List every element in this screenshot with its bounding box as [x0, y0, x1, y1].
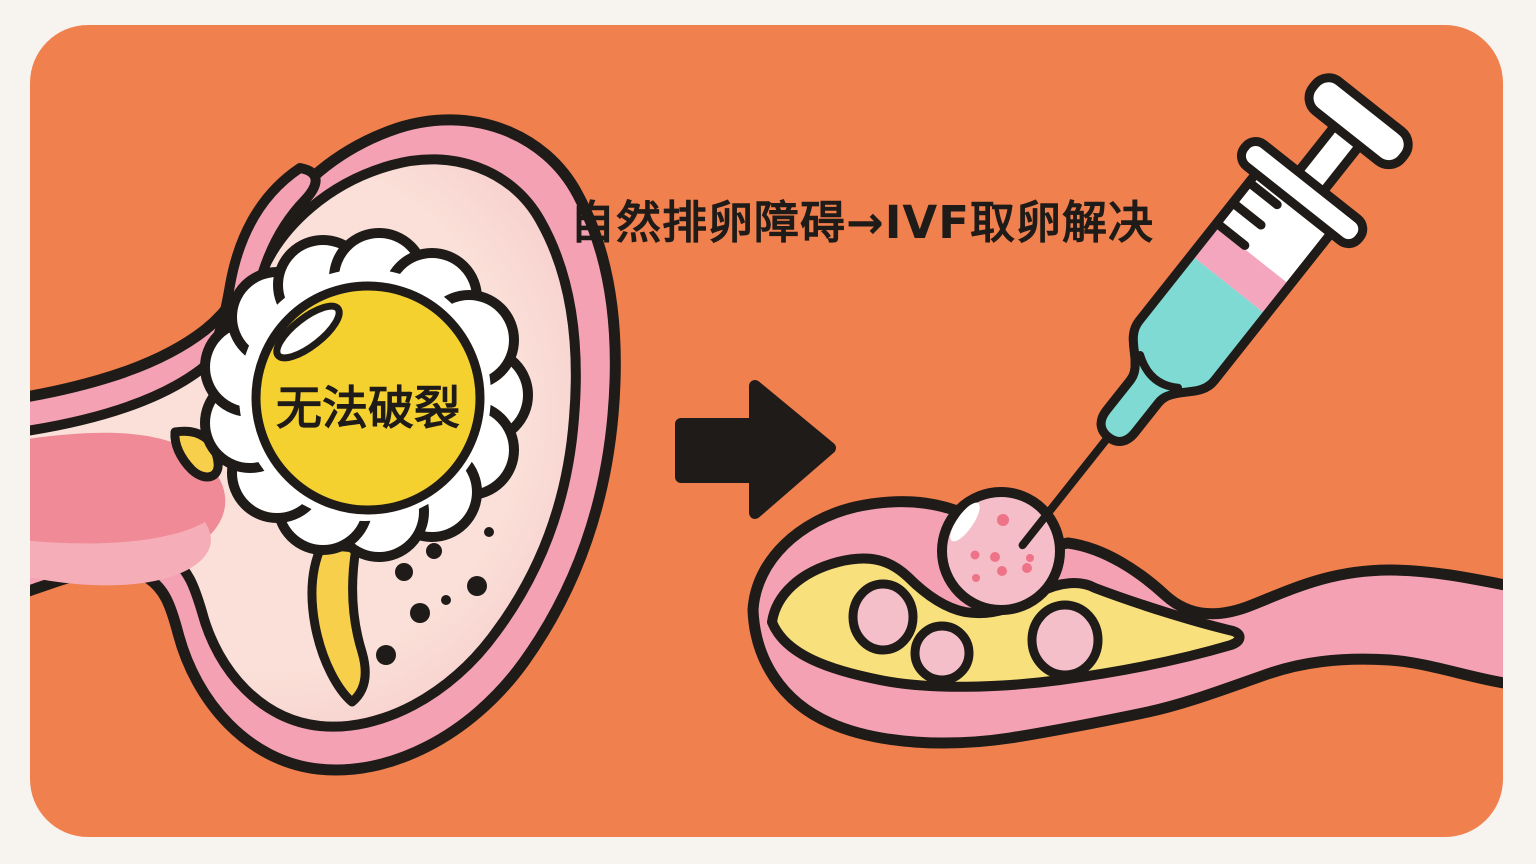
syringe-plunger-cap	[1304, 73, 1413, 170]
egg-shine-highlight	[273, 302, 343, 362]
liquid-shoulder-line	[1136, 351, 1183, 392]
syringe-liquid	[1070, 255, 1267, 467]
retrieved-egg	[937, 487, 1065, 615]
caption-text: 自然排卵障碍→IVF取卵解决	[570, 196, 1154, 249]
egg-highlight	[950, 502, 980, 542]
left-ovary-illustration: 无法破裂	[30, 114, 621, 776]
stalk-salmon-region	[30, 432, 226, 565]
follicle-circle	[910, 621, 974, 685]
syringe-needle	[1018, 433, 1113, 550]
syringe-icon	[1018, 73, 1413, 550]
syringe-contents	[1070, 225, 1291, 467]
egg-spots	[970, 514, 1034, 582]
yellow-drip	[307, 540, 370, 707]
right-arrow-icon	[675, 380, 836, 519]
follicle-circle	[848, 579, 918, 655]
trapped-follicle: 无法破裂	[200, 228, 533, 562]
ovary-speckle-dots	[376, 466, 506, 665]
right-ovary-illustration	[747, 487, 1503, 749]
syringe-pink-band	[1191, 225, 1291, 315]
syringe-graduation-marks	[1212, 177, 1282, 250]
follicle-label: 无法破裂	[276, 381, 460, 435]
follicle-circle	[1027, 600, 1103, 680]
syringe-flange	[1236, 136, 1368, 249]
stalk-light-pink-region	[30, 522, 211, 586]
